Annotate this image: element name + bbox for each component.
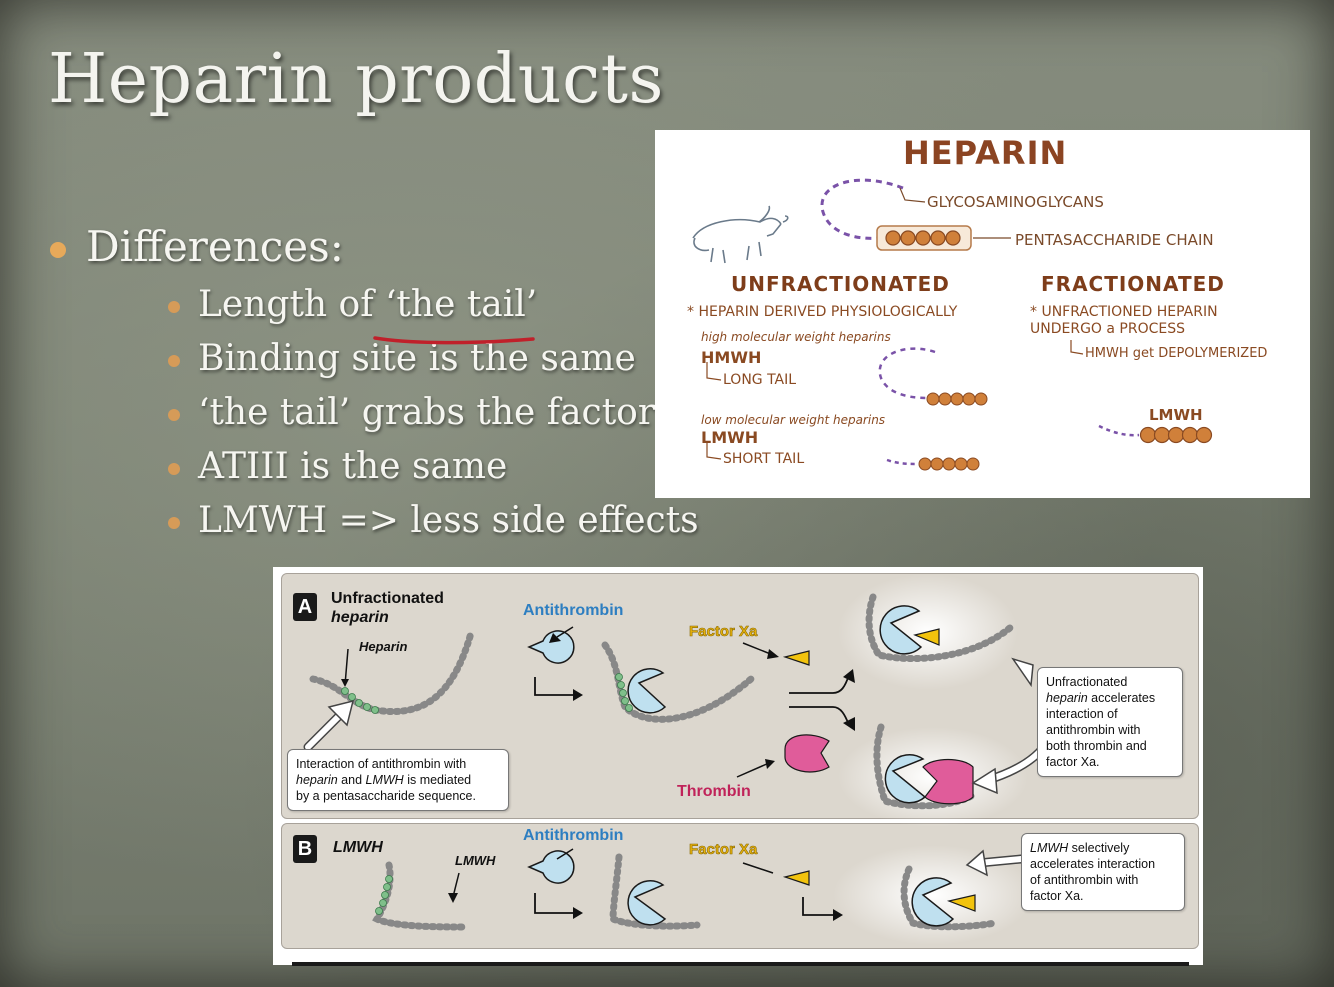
panel-a-title-line1: Unfractionated (331, 589, 444, 608)
callout-line: LMWH selectively (1030, 840, 1176, 856)
lmw-full-label: low molecular weight heparins (701, 413, 885, 427)
callout-unfractionated: Unfractionated heparin accelerates inter… (1037, 667, 1183, 777)
heparin-title: HEPARIN (903, 134, 1067, 172)
panel-b-badge: B (293, 835, 317, 863)
panel-a-title-line2: heparin (331, 608, 444, 627)
depolymerized-note: HMWH get DEPOLYMERIZED (1085, 346, 1267, 361)
callout-line: accelerates interaction (1030, 856, 1176, 872)
derived-note: * HEPARIN DERIVED PHYSIOLOGICALLY (687, 304, 957, 320)
callout-italic: heparin (296, 773, 338, 787)
bullet-dot (168, 355, 180, 367)
unfractionated-heading: UNFRACTIONATED (731, 272, 950, 296)
short-tail-label: SHORT TAIL (723, 451, 804, 467)
pentasaccharide-label: PENTASACCHARIDE CHAIN (1015, 231, 1214, 249)
callout-line: factor Xa. (1046, 754, 1174, 770)
callout-text: is mediated (404, 773, 471, 787)
factor-xa-label-a: Factor Xa (689, 623, 757, 640)
slide-title: Heparin products (48, 40, 664, 119)
glycosaminoglycans-label: GLYCOSAMINOGLYCANS (927, 193, 1104, 211)
bullet-dot (50, 242, 66, 258)
sub-bullet: LMWH => less side effects (168, 500, 699, 554)
bullet-dot (168, 301, 180, 313)
callout-line: Interaction of antithrombin with (296, 756, 500, 772)
thrombin-shape (785, 735, 829, 772)
mechanism-figure: A Unfractionated heparin Heparin Antithr… (273, 567, 1203, 965)
factor-xa-label-b: Factor Xa (689, 841, 757, 858)
hmwh-beads (927, 393, 987, 405)
antithrombin-label-b: Antithrombin (523, 827, 623, 845)
lmwh-beads-left (919, 458, 979, 470)
callout-line: Unfractionated (1046, 674, 1174, 690)
red-underline-annotation (373, 330, 538, 350)
callout-line: interaction of (1046, 706, 1174, 722)
heparin-label: Heparin (359, 639, 407, 654)
lmwh-label: LMWH (701, 428, 758, 447)
callout-line: heparin accelerates (1046, 690, 1174, 706)
main-bullet-text: Differences: (86, 222, 344, 271)
sub-bullet-text: Length of ‘the tail’ (198, 284, 537, 325)
callout-line: antithrombin with (1046, 722, 1174, 738)
sub-bullet: ATIII is the same (168, 446, 699, 500)
factor-xa-shape (785, 651, 809, 665)
callout-text: selectively (1068, 841, 1129, 855)
sub-bullet-text: ‘the tail’ grabs the factor (198, 392, 655, 433)
fractionated-heading: FRACTIONATED (1041, 272, 1225, 296)
process-note: * UNFRACTIONED HEPARIN UNDERGO a PROCESS (1030, 304, 1270, 338)
callout-line: factor Xa. (1030, 888, 1176, 904)
antithrombin-label-a: Antithrombin (523, 602, 623, 620)
thrombin-label: Thrombin (677, 783, 751, 801)
heparin-sketch-figure: HEPARIN GLYCOSAMINOGLYCANS PENTASACCHARI… (655, 130, 1310, 498)
sub-bullet: ‘the tail’ grabs the factor (168, 392, 699, 446)
figure-bottom-rule (292, 962, 1189, 966)
lmwh-right-label: LMWH (1149, 406, 1203, 424)
panel-b-title: LMWH (333, 839, 383, 857)
pig-icon (693, 206, 788, 263)
bullet-dot (168, 463, 180, 475)
sub-bullet-list: Length of ‘the tail’ Binding site is the… (168, 284, 699, 554)
hmw-full-label: high molecular weight heparins (701, 330, 891, 344)
callout-pentasaccharide: Interaction of antithrombin with heparin… (287, 749, 509, 811)
antithrombin-shape (529, 631, 574, 663)
callout-text: accelerates (1088, 691, 1155, 705)
panel-a-title: Unfractionated heparin (331, 589, 444, 627)
callout-italic: heparin (1046, 691, 1088, 705)
lmwh-beads-right (1141, 428, 1212, 443)
long-tail-label: LONG TAIL (723, 372, 796, 388)
callout-line: by a pentasaccharide sequence. (296, 788, 500, 804)
hmwh-label: HMWH (701, 348, 761, 367)
callout-line: both thrombin and (1046, 738, 1174, 754)
callout-lmwh: LMWH selectively accelerates interaction… (1021, 833, 1185, 911)
callout-line: of antithrombin with (1030, 872, 1176, 888)
sub-bullet-text: ATIII is the same (198, 446, 507, 487)
callout-italic: LMWH (1030, 841, 1068, 855)
bullet-dot (168, 409, 180, 421)
callout-italic: LMWH (366, 773, 404, 787)
callout-text: and (338, 773, 366, 787)
pentasaccharide-beads (886, 231, 960, 245)
panel-a-badge: A (293, 593, 317, 621)
lmwh-label-b: LMWH (455, 853, 495, 868)
bullet-dot (168, 517, 180, 529)
callout-line: heparin and LMWH is mediated (296, 772, 500, 788)
sub-bullet-text: LMWH => less side effects (198, 500, 699, 541)
main-bullet: Differences: (50, 222, 344, 271)
